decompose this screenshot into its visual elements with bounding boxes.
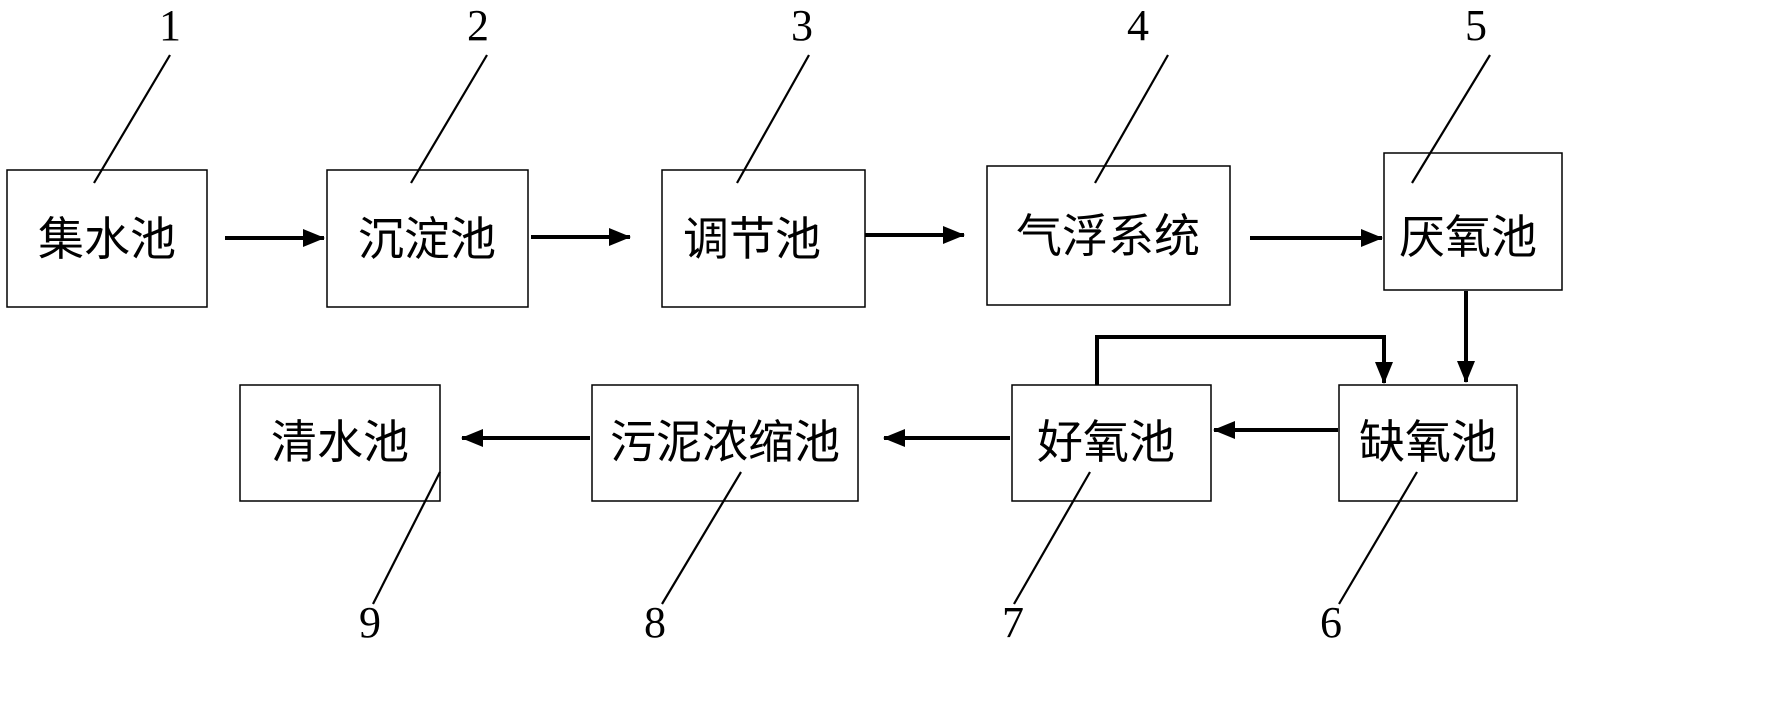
box-sludge-thickening-tank: 污泥浓缩池 <box>591 384 859 502</box>
leader-line-8 <box>661 471 742 605</box>
box-anaerobic-tank-label: 厌氧池 <box>1399 210 1537 264</box>
arrow-recycle-7-to-6 <box>1095 335 1393 385</box>
leader-line-7 <box>1013 471 1091 605</box>
leader-line-5 <box>1411 54 1491 184</box>
box-sedimentation-tank: 沉淀池 <box>326 169 529 308</box>
number-label-4: 4 <box>1127 1 1149 50</box>
leader-line-4 <box>1094 54 1169 184</box>
box-flotation-system: 气浮系统 <box>986 165 1231 306</box>
leader-line-6 <box>1338 471 1418 605</box>
number-label-2: 2 <box>467 1 489 50</box>
box-clear-water-tank: 清水池 <box>239 384 441 502</box>
leader-line-2 <box>410 54 488 184</box>
box-sludge-thickening-tank-label: 污泥浓缩池 <box>610 415 840 469</box>
box-equalization-tank-label: 调节池 <box>683 212 821 266</box>
box-aerobic-tank: 好氧池 <box>1011 384 1212 502</box>
number-label-1: 1 <box>159 1 181 50</box>
box-anaerobic-tank: 厌氧池 <box>1383 152 1563 291</box>
number-label-8: 8 <box>644 598 666 647</box>
leader-line-3 <box>736 54 810 184</box>
box-equalization-tank: 调节池 <box>661 169 866 308</box>
number-label-6: 6 <box>1320 598 1342 647</box>
box-collection-tank-label: 集水池 <box>38 212 176 266</box>
box-clear-water-tank-label: 清水池 <box>271 415 409 469</box>
box-aerobic-tank-label: 好氧池 <box>1037 415 1175 469</box>
number-label-9: 9 <box>359 598 381 647</box>
box-anoxic-tank: 缺氧池 <box>1338 384 1518 502</box>
box-sedimentation-tank-label: 沉淀池 <box>358 212 496 266</box>
box-collection-tank: 集水池 <box>6 169 208 308</box>
leader-line-9 <box>372 471 441 605</box>
box-anoxic-tank-label: 缺氧池 <box>1359 415 1497 469</box>
number-label-5: 5 <box>1465 1 1487 50</box>
number-label-3: 3 <box>791 1 813 50</box>
leader-line-1 <box>93 54 171 184</box>
number-label-7: 7 <box>1002 598 1024 647</box>
box-flotation-system-label: 气浮系统 <box>1016 209 1200 263</box>
